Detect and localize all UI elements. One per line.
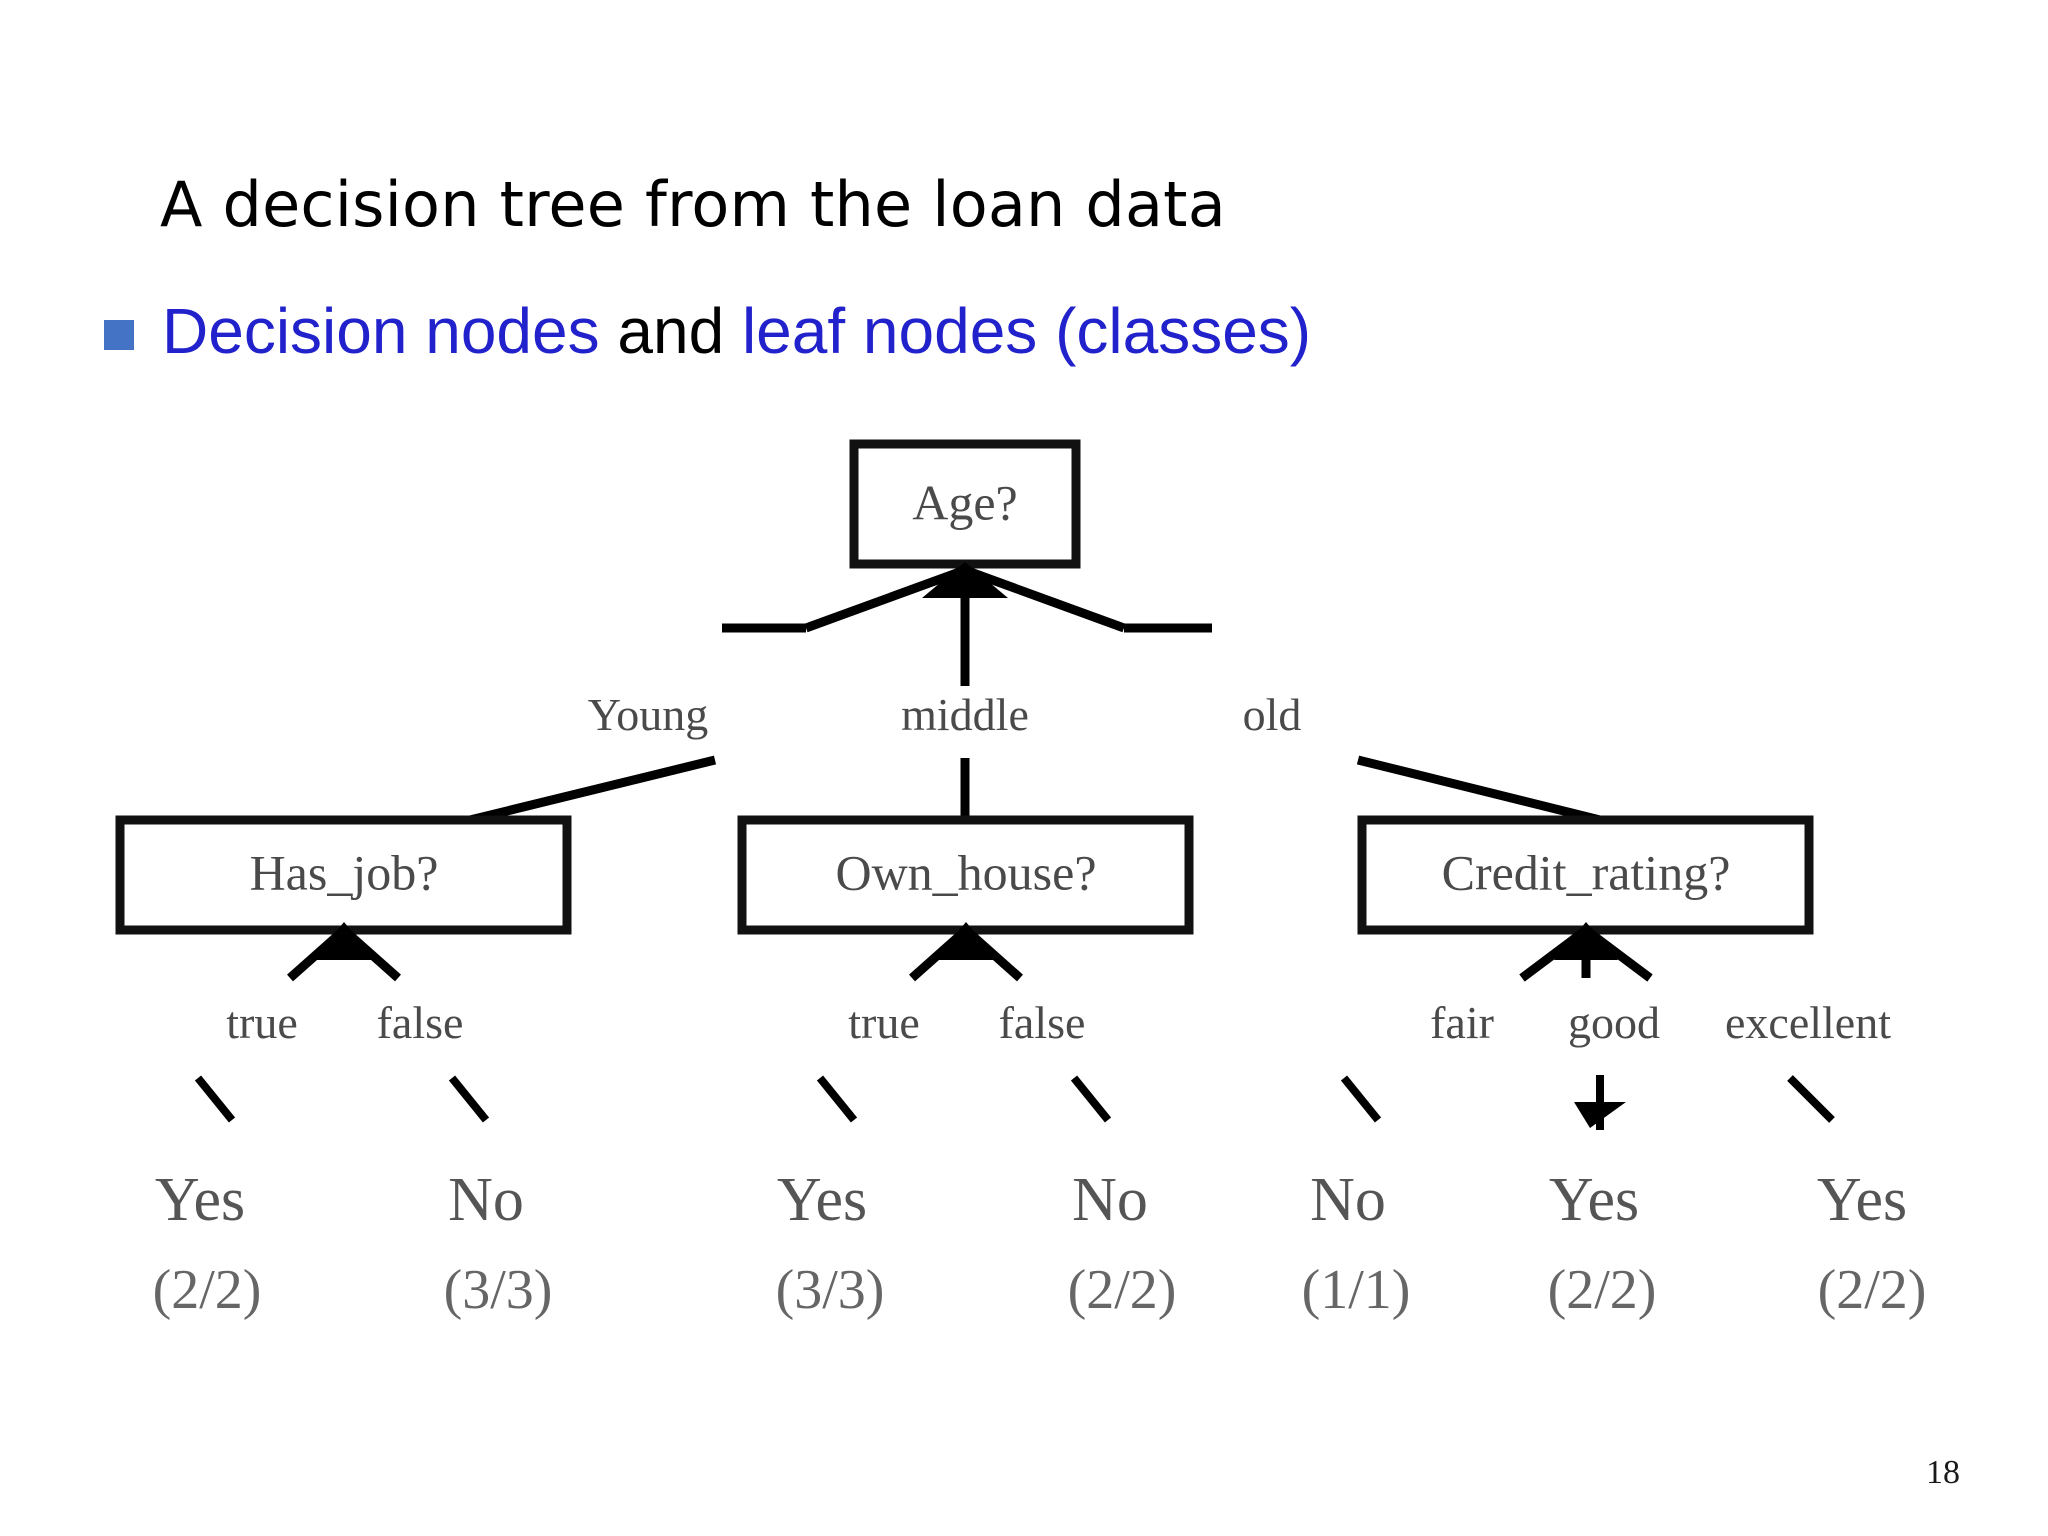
edge-label-credit-good: good [1568,997,1660,1048]
edge-label-young: Young [588,689,709,740]
edge-own-house-true-stub [816,1075,858,1123]
leaf-credit-excellent-class: Yes [1817,1166,1907,1234]
bullet-text: Decision nodes and leaf nodes (classes) [162,295,1312,367]
leaf-has-job-false-class: No [448,1166,524,1234]
leaf-own-house-false: No (2/2) [1068,1166,1177,1321]
edge-has-job-true-stub [194,1075,236,1123]
edge-label-has-job-false: false [377,997,464,1048]
edge-label-own-house-true: true [848,997,920,1048]
node-has-job-box [115,815,572,935]
leaf-own-house-false-class: No [1072,1166,1148,1234]
edge-label-own-house-false: false [999,997,1086,1048]
bullet-text-decision-nodes: Decision nodes [162,295,600,367]
leaf-own-house-true-class: Yes [777,1166,867,1234]
bullet-square-icon [104,320,134,350]
page-title: A decision tree from the loan data [160,168,1226,241]
leaf-own-house-false-count: (2/2) [1068,1259,1177,1321]
has-job-connectors [287,922,401,982]
leaf-has-job-true: Yes (2/2) [153,1166,262,1321]
leaf-has-job-true-class: Yes [155,1166,245,1234]
edge-label-credit-fair: fair [1430,997,1494,1048]
edge-label-middle: middle [901,689,1029,740]
leaf-has-job-false-count: (3/3) [444,1259,553,1321]
edge-credit-good-arrow [1574,1102,1626,1128]
page-number: 18 [1926,1454,1960,1491]
leaf-credit-good-count: (2/2) [1548,1259,1657,1321]
node-has-job-label: Has_job? [250,844,439,900]
edge-own-house-false-stub [1070,1075,1112,1123]
leaf-credit-excellent-count: (2/2) [1818,1259,1927,1321]
node-credit-rating[interactable]: Credit_rating? [1357,815,1814,935]
leaf-credit-good: Yes (2/2) [1548,1166,1657,1321]
own-house-connectors [909,922,1023,982]
leaf-credit-fair: No (1/1) [1302,1166,1411,1321]
node-own-house-label: Own_house? [835,844,1096,900]
edge-label-credit-excellent: excellent [1725,997,1891,1048]
leaf-credit-good-class: Yes [1549,1166,1639,1234]
edge-old-stub [1356,755,1602,825]
edge-credit-fair-stub [1340,1075,1382,1123]
edge-young-stub [468,755,717,825]
node-own-house[interactable]: Own_house? [737,815,1194,935]
node-age[interactable]: Age? [849,439,1081,569]
node-own-house-box [737,815,1194,935]
leaf-own-house-true: Yes (3/3) [776,1166,885,1321]
leaf-own-house-true-count: (3/3) [776,1259,885,1321]
decision-tree-diagram: Age? Young middle old Has_job? [0,430,2048,1430]
leaf-credit-excellent: Yes (2/2) [1817,1166,1927,1321]
node-age-label: Age? [912,474,1018,530]
credit-rating-connectors [1519,922,1653,982]
root-connectors [722,562,1212,686]
bullet-line: Decision nodes and leaf nodes (classes) [104,295,1312,367]
leaf-has-job-true-count: (2/2) [153,1259,262,1321]
bullet-text-and: and [599,295,742,367]
edge-has-job-false-stub [448,1075,490,1123]
edge-label-old: old [1243,689,1302,740]
edge-credit-excellent-stub [1787,1075,1835,1123]
edge-label-has-job-true: true [226,997,298,1048]
node-has-job[interactable]: Has_job? [115,815,572,935]
node-credit-rating-label: Credit_rating? [1442,844,1731,900]
leaf-credit-fair-count: (1/1) [1302,1259,1411,1321]
bullet-text-leaf-nodes: leaf nodes (classes) [741,295,1312,367]
leaf-has-job-false: No (3/3) [444,1166,553,1321]
leaf-credit-fair-class: No [1310,1166,1386,1234]
